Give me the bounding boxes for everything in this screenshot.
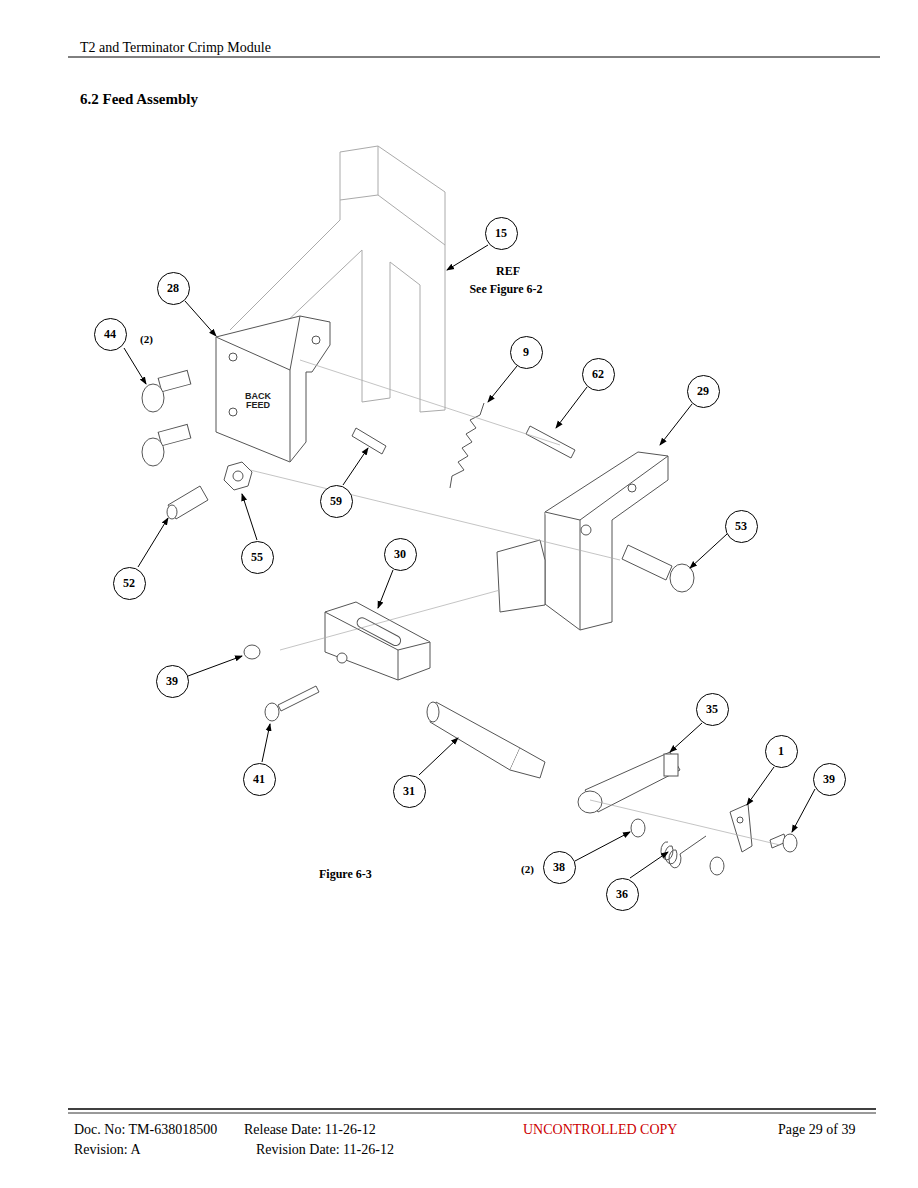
callout-text: 59 bbox=[330, 494, 342, 509]
part-label: Revision: A bbox=[74, 1142, 141, 1158]
callout-number: 52 bbox=[113, 567, 146, 600]
callout-text: 28 bbox=[167, 281, 179, 296]
parts-drawing bbox=[142, 316, 797, 875]
header-rule bbox=[68, 57, 880, 58]
callout-number: 35 bbox=[696, 693, 729, 726]
callout-number: 1 bbox=[765, 735, 798, 768]
callout-number: 44 bbox=[94, 318, 127, 351]
callout-number: 39 bbox=[156, 665, 189, 698]
part-label: See Figure 6-2 bbox=[469, 282, 542, 297]
callout-number: 30 bbox=[384, 538, 417, 571]
callout-text: 55 bbox=[251, 550, 263, 565]
callout-number: 29 bbox=[687, 375, 720, 408]
part-label: Release Date: 11-26-12 bbox=[244, 1122, 376, 1138]
callout-text: 9 bbox=[523, 345, 529, 360]
callout-number: 55 bbox=[241, 541, 274, 574]
callout-text: 44 bbox=[104, 327, 116, 342]
callout-text: 41 bbox=[253, 772, 265, 787]
callout-text: 52 bbox=[123, 576, 135, 591]
part-label: Page 29 of 39 bbox=[778, 1122, 855, 1138]
callout-text: 35 bbox=[706, 702, 718, 717]
callout-number: 38 bbox=[543, 851, 576, 884]
callout-number: 15 bbox=[485, 217, 518, 250]
callout-text: 1 bbox=[778, 744, 784, 759]
callout-number: 62 bbox=[582, 358, 615, 391]
callout-number: 39 bbox=[813, 763, 846, 796]
callout-number: 53 bbox=[725, 510, 758, 543]
part-label: Revision Date: 11-26-12 bbox=[256, 1142, 394, 1158]
figure-caption: Figure 6-3 bbox=[319, 867, 372, 882]
callout-text: 38 bbox=[553, 860, 565, 875]
callout-text: 31 bbox=[403, 784, 415, 799]
part-label: UNCONTROLLED COPY bbox=[523, 1122, 677, 1138]
part-label: Doc. No: TM-638018500 bbox=[74, 1122, 217, 1138]
callout-text: 62 bbox=[592, 367, 604, 382]
callout-text: 39 bbox=[823, 772, 835, 787]
callout-number: 9 bbox=[510, 336, 543, 369]
part-label: T2 and Terminator Crimp Module bbox=[80, 40, 271, 56]
footer-rule bbox=[68, 1113, 876, 1114]
callout-number: 41 bbox=[243, 763, 276, 796]
part-label: REF bbox=[496, 264, 520, 279]
callout-number: 31 bbox=[393, 775, 426, 808]
callout-text: 53 bbox=[735, 519, 747, 534]
callout-number: 59 bbox=[320, 485, 353, 518]
callout-number: 28 bbox=[157, 272, 190, 305]
leader-lines bbox=[124, 245, 815, 878]
footer-rule bbox=[68, 1108, 876, 1110]
part-label: BACK FEED bbox=[243, 392, 273, 410]
callout-text: 29 bbox=[697, 384, 709, 399]
section-title: 6.2 Feed Assembly bbox=[80, 91, 198, 108]
callout-text: 15 bbox=[495, 226, 507, 241]
part-label: (2) bbox=[521, 863, 534, 875]
assembly-axis bbox=[250, 360, 780, 845]
callout-text: 36 bbox=[616, 887, 628, 902]
callout-text: 39 bbox=[166, 674, 178, 689]
part-label: (2) bbox=[140, 333, 153, 345]
callout-number: 36 bbox=[606, 878, 639, 911]
callout-text: 30 bbox=[394, 547, 406, 562]
